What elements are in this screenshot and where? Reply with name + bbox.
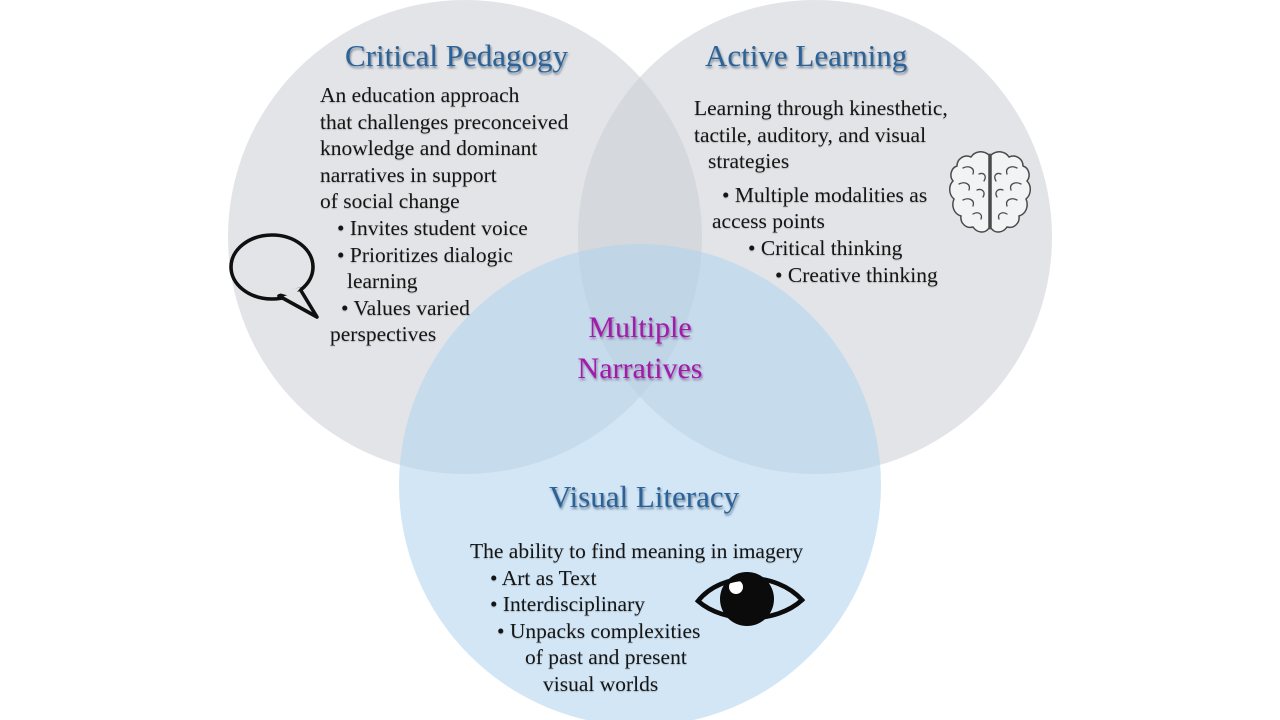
brain-icon: [949, 148, 1031, 245]
text-line: that challenges preconceived: [320, 109, 569, 134]
bullet-line: • Prioritizes dialogic: [337, 242, 513, 267]
critical-pedagogy-title: Critical Pedagogy: [345, 38, 568, 73]
text-line: of social change: [320, 189, 460, 214]
bullet-line: • Values varied: [341, 295, 470, 320]
text-line: learning: [347, 269, 418, 294]
center-label-line1: Multiple: [588, 311, 692, 344]
text-line: strategies: [708, 149, 790, 174]
bullet-line: • Interdisciplinary: [490, 592, 645, 617]
bullet-line: • Multiple modalities as: [722, 182, 928, 207]
bullet-line: • Invites student voice: [337, 215, 528, 240]
text-line: An education approach: [320, 83, 520, 107]
text-line: access points: [712, 209, 825, 234]
active-learning-title: Active Learning: [705, 38, 908, 73]
text-line: tactile, auditory, and visual: [694, 122, 927, 147]
bullet-line: • Critical thinking: [748, 235, 903, 260]
bullet-line: • Art as Text: [490, 565, 597, 590]
text-line: perspectives: [330, 322, 437, 347]
center-overlap-label: Multiple Narratives: [578, 307, 703, 389]
visual-literacy-text: The ability to find meaning in imagery •…: [470, 538, 803, 698]
critical-pedagogy-text: An education approach that challenges pr…: [320, 82, 568, 348]
speech-bubble-icon: [227, 233, 325, 328]
text-line: The ability to find meaning in imagery: [470, 539, 804, 563]
text-line: knowledge and dominant: [320, 136, 538, 161]
text-line: of past and present: [525, 645, 687, 670]
circle-visual-literacy: [399, 244, 881, 720]
center-label-line2: Narratives: [577, 352, 703, 385]
visual-literacy-title: Visual Literacy: [549, 479, 740, 514]
text-line: Learning through kinesthetic,: [694, 96, 948, 120]
bullet-line: • Unpacks complexities: [497, 618, 701, 643]
bullet-line: • Creative thinking: [775, 262, 938, 287]
eye-icon: [694, 564, 806, 635]
active-learning-text: Learning through kinesthetic, tactile, a…: [694, 95, 948, 288]
text-line: visual worlds: [543, 671, 659, 696]
text-line: narratives in support: [320, 162, 497, 187]
